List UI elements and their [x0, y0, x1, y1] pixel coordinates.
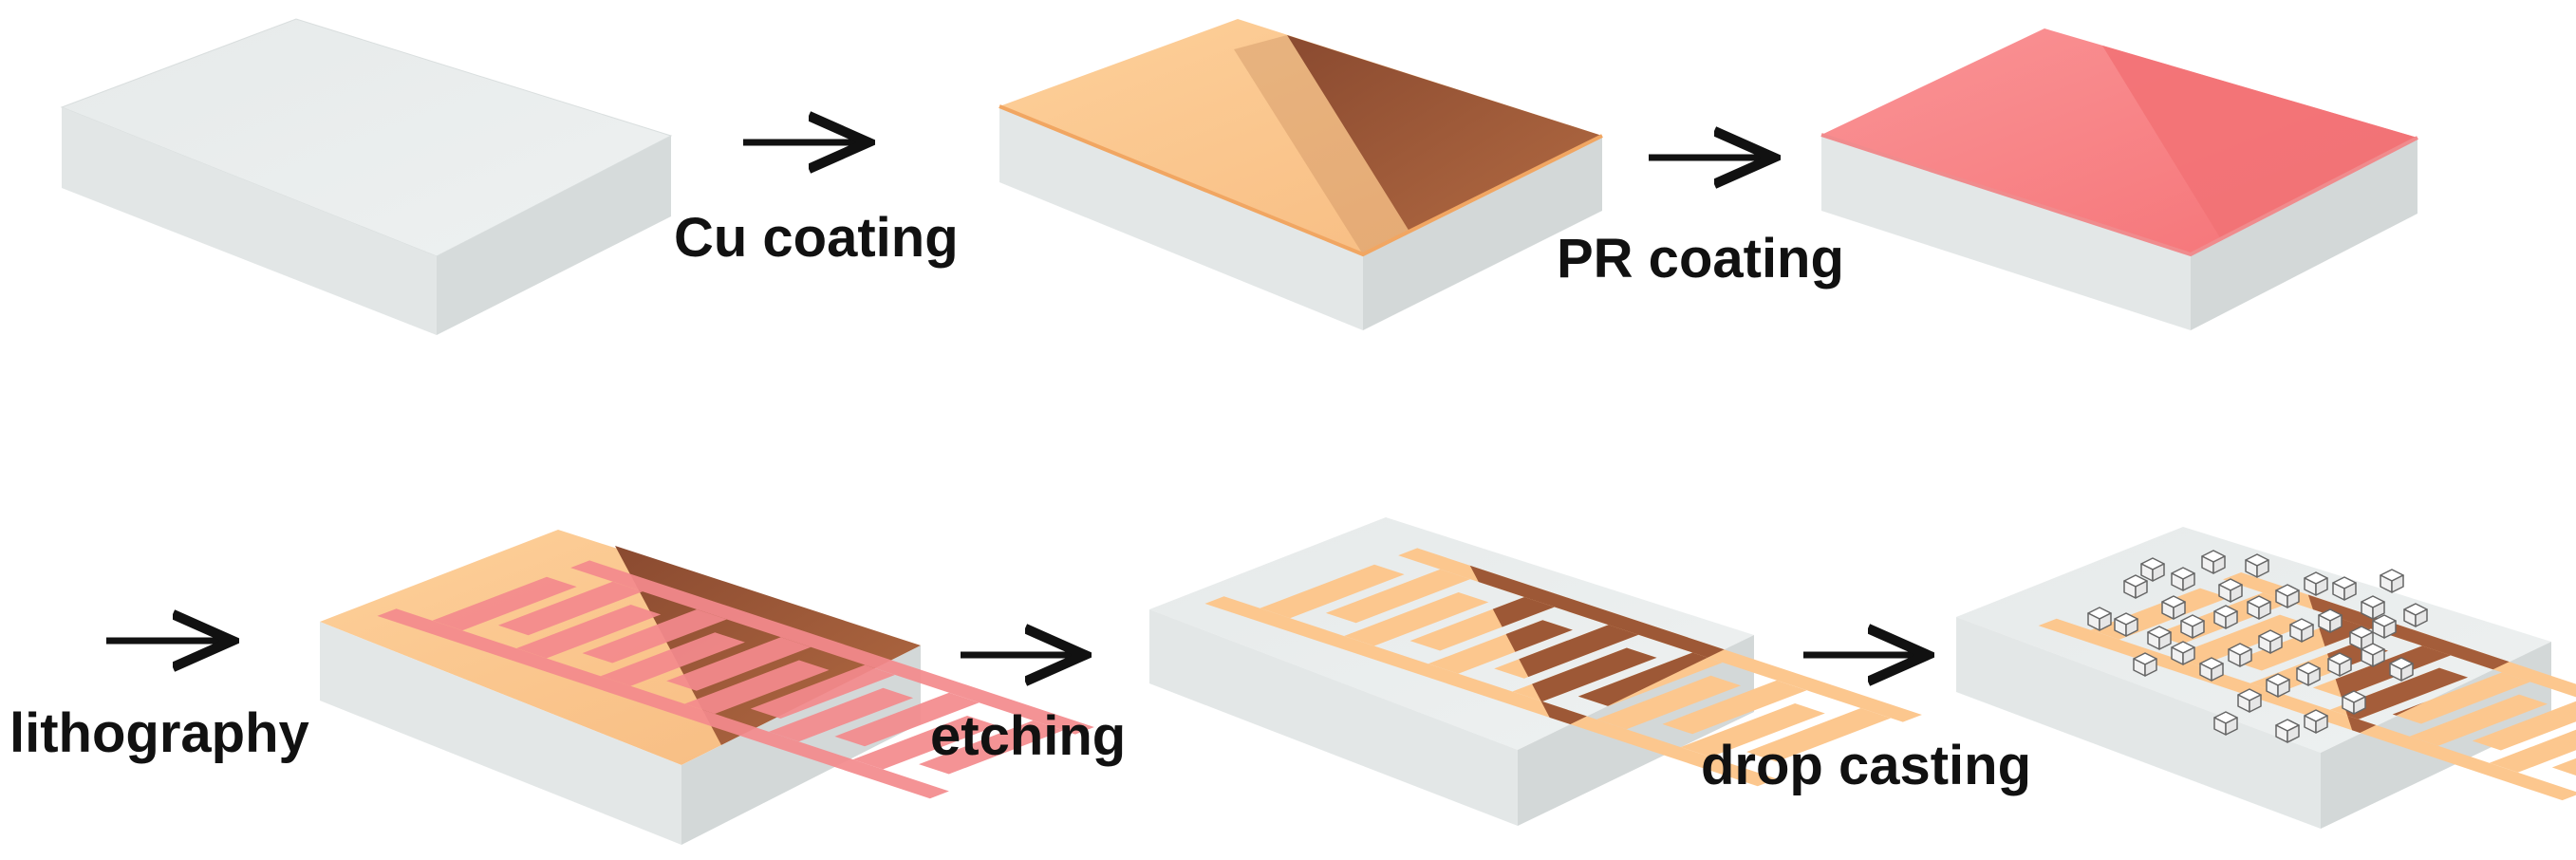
crystal-cube: [2403, 603, 2428, 627]
crystal-cube: [2171, 641, 2195, 665]
crystal-cube: [2275, 584, 2300, 608]
step-label-lithography: lithography: [9, 702, 309, 764]
etched-slab: [1149, 517, 1934, 826]
crystal-cube: [2218, 578, 2243, 603]
crystal-cube: [2201, 550, 2226, 574]
crystal-cube: [2296, 662, 2321, 686]
step-label-pr-coating: PR coating: [1557, 228, 1844, 290]
crystal-cube: [2087, 607, 2112, 631]
crystal-cube: [2289, 618, 2314, 643]
crystal-cube: [2213, 711, 2238, 736]
crystal-cube: [2237, 688, 2262, 713]
crystal-cube: [2258, 629, 2283, 654]
crystal-cube: [2332, 576, 2357, 601]
step-label-cu-coating: Cu coating: [674, 207, 959, 269]
crystal-cube: [2161, 595, 2186, 620]
crystal-cube: [2140, 557, 2165, 582]
pr-coated-slab: [1820, 28, 2418, 330]
crystal-cube: [2349, 626, 2374, 650]
lithography-slab: [320, 530, 1107, 845]
crystal-cube: [2266, 673, 2290, 698]
crystal-cube: [2380, 569, 2404, 593]
crystal-cube: [2361, 643, 2385, 667]
crystal-cube: [2304, 709, 2328, 734]
crystal-cube: [2213, 605, 2238, 629]
crystal-cube: [2304, 571, 2328, 596]
step-label-drop-casting: drop casting: [1701, 735, 2031, 796]
crystal-cube: [2114, 612, 2138, 637]
crystal-cube: [2147, 626, 2172, 650]
crystal-cube: [2389, 657, 2414, 682]
substrate-slab: [60, 18, 673, 335]
crystal-cube: [2123, 574, 2148, 599]
crystal-cube: [2133, 652, 2157, 677]
crystal-cube: [2318, 608, 2343, 633]
crystal-cube: [2327, 652, 2352, 677]
crystal-cube: [2342, 690, 2366, 715]
crystal-cube: [2372, 614, 2397, 639]
step-label-etching: etching: [930, 705, 1126, 767]
drop-cast-slab: [1956, 527, 2576, 829]
crystal-particles: [2087, 550, 2428, 743]
crystal-cube: [2245, 553, 2269, 578]
crystal-cube: [2228, 643, 2252, 667]
cu-coated-slab: [999, 19, 1603, 330]
crystal-cube: [2180, 614, 2205, 639]
crystal-cube: [2361, 595, 2385, 620]
crystal-cube: [2171, 567, 2195, 591]
crystal-cube: [2247, 595, 2271, 620]
crystal-cube: [2275, 719, 2300, 743]
crystal-cube: [2199, 657, 2224, 682]
